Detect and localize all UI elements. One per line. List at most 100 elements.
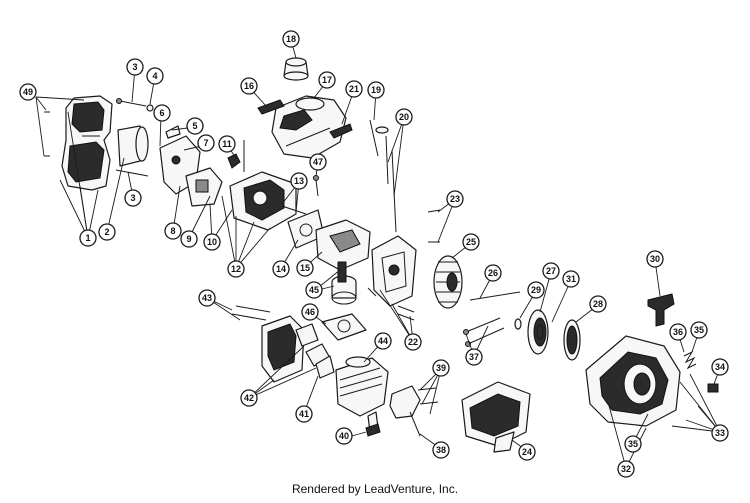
svg-text:40: 40 (339, 431, 349, 441)
callout-41[interactable]: 41 (295, 405, 313, 423)
callout-23[interactable]: 23 (446, 190, 464, 208)
callout-12[interactable]: 12 (227, 260, 245, 278)
callout-6[interactable]: 6 (153, 104, 171, 122)
svg-text:13: 13 (294, 176, 304, 186)
svg-text:1: 1 (85, 233, 90, 243)
callout-21[interactable]: 21 (345, 80, 363, 98)
air-filter-element (117, 125, 149, 167)
svg-text:6: 6 (159, 108, 164, 118)
callout-37[interactable]: 37 (465, 348, 483, 366)
svg-text:49: 49 (23, 87, 33, 97)
starter-pulley (527, 309, 549, 355)
callout-4[interactable]: 4 (146, 67, 164, 85)
washer (514, 318, 522, 330)
svg-text:34: 34 (715, 362, 725, 372)
callout-27[interactable]: 27 (542, 262, 560, 280)
callout-1[interactable]: 1 (79, 229, 97, 247)
fuel-cap (283, 57, 309, 81)
svg-text:23: 23 (450, 194, 460, 204)
svg-text:10: 10 (207, 237, 217, 247)
ignition-coil (389, 385, 439, 437)
callout-44[interactable]: 44 (374, 332, 392, 350)
callout-19[interactable]: 19 (367, 81, 385, 99)
svg-text:14: 14 (276, 264, 286, 274)
callout-11[interactable]: 11 (218, 135, 236, 153)
svg-text:30: 30 (650, 254, 660, 264)
svg-text:4: 4 (152, 71, 157, 81)
callout-2[interactable]: 2 (98, 223, 116, 241)
starter-handle (647, 293, 675, 327)
svg-text:41: 41 (299, 409, 309, 419)
callout-29[interactable]: 29 (527, 281, 545, 299)
callout-39[interactable]: 39 (432, 359, 450, 377)
svg-text:46: 46 (305, 307, 315, 317)
svg-text:18: 18 (286, 34, 296, 44)
callout-38[interactable]: 38 (432, 441, 450, 459)
crankcase (315, 219, 371, 271)
callout-46[interactable]: 46 (301, 303, 319, 321)
flywheel (433, 255, 521, 309)
callout-24[interactable]: 24 (518, 443, 536, 461)
footer-credit: Rendered by LeadVenture, Inc. (291, 482, 459, 496)
callout-32[interactable]: 32 (617, 460, 635, 478)
callout-36[interactable]: 36 (669, 323, 687, 341)
callout-45[interactable]: 45 (305, 281, 323, 299)
svg-text:42: 42 (244, 393, 254, 403)
svg-text:21: 21 (349, 84, 359, 94)
callout-17[interactable]: 17 (318, 71, 336, 89)
callout-42[interactable]: 42 (240, 389, 258, 407)
svg-text:27: 27 (546, 266, 556, 276)
callout-14[interactable]: 14 (272, 260, 290, 278)
callout-9[interactable]: 9 (180, 230, 198, 248)
svg-text:3: 3 (132, 62, 137, 72)
svg-text:45: 45 (309, 285, 319, 295)
engine-housing (371, 235, 417, 307)
svg-text:29: 29 (531, 285, 541, 295)
callout-28[interactable]: 28 (589, 295, 607, 313)
callout-18[interactable]: 18 (282, 30, 300, 48)
callout-16[interactable]: 16 (240, 77, 258, 95)
callout-31[interactable]: 31 (562, 270, 580, 288)
cylinder-gasket (321, 313, 367, 341)
svg-text:26: 26 (488, 268, 498, 278)
starter-housing (585, 335, 681, 427)
svg-text:38: 38 (436, 445, 446, 455)
callout-43[interactable]: 43 (198, 289, 216, 307)
callout-7[interactable]: 7 (197, 134, 215, 152)
muffler-gasket (295, 323, 335, 379)
callout-8[interactable]: 8 (164, 222, 182, 240)
callout-15[interactable]: 15 (296, 259, 314, 277)
svg-text:33: 33 (715, 428, 725, 438)
callout-5[interactable]: 5 (186, 117, 204, 135)
callout-40[interactable]: 40 (335, 427, 353, 445)
piston (331, 261, 357, 305)
svg-text:24: 24 (522, 447, 532, 457)
callout-35-right[interactable]: 35 (690, 321, 708, 339)
callout-47[interactable]: 47 (309, 153, 327, 171)
cylinder (335, 356, 389, 417)
callout-49[interactable]: 49 (19, 83, 37, 101)
svg-text:20: 20 (399, 112, 409, 122)
callout-3-lower[interactable]: 3 (124, 189, 142, 207)
svg-text:12: 12 (231, 264, 241, 274)
callout-26[interactable]: 26 (484, 264, 502, 282)
svg-text:36: 36 (673, 327, 683, 337)
callout-22[interactable]: 22 (404, 333, 422, 351)
callout-35-lower[interactable]: 35 (624, 435, 642, 453)
callout-20[interactable]: 20 (395, 108, 413, 126)
svg-text:9: 9 (186, 234, 191, 244)
callouts: 49 1 2 3 3 4 5 6 7 8 9 10 11 12 13 14 15… (19, 30, 729, 478)
callout-25[interactable]: 25 (462, 233, 480, 251)
muffler (231, 305, 305, 383)
callout-10[interactable]: 10 (203, 233, 221, 251)
callout-13[interactable]: 13 (290, 172, 308, 190)
callout-3-top[interactable]: 3 (126, 58, 144, 76)
svg-text:35: 35 (694, 325, 704, 335)
pawls (463, 317, 505, 347)
callout-34[interactable]: 34 (711, 358, 729, 376)
callout-33[interactable]: 33 (711, 424, 729, 442)
air-filter-cover (61, 95, 113, 191)
spring (683, 350, 697, 370)
callout-30[interactable]: 30 (646, 250, 664, 268)
